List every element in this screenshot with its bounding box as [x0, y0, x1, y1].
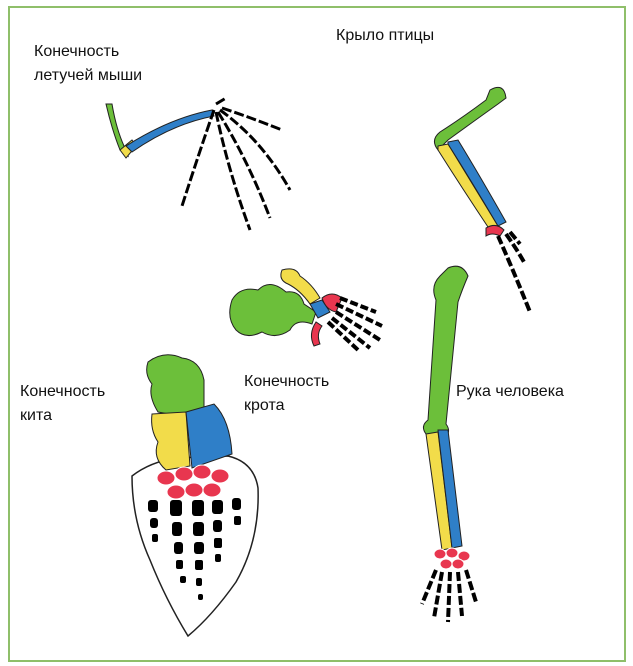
bird-humerus	[434, 87, 506, 150]
human-limb	[422, 266, 476, 622]
bat-ulna	[126, 110, 214, 152]
mole-digits	[328, 298, 382, 350]
human-carpals	[434, 548, 470, 569]
human-digits	[422, 570, 476, 622]
whale-radius	[152, 412, 190, 470]
whale-humerus	[147, 355, 204, 416]
bird-digits	[498, 232, 530, 312]
bat-label-line1: Конечность	[34, 42, 142, 62]
bird-carpals	[486, 225, 504, 236]
bird-wing-label: Крыло птицы	[336, 26, 434, 46]
bat-limb	[106, 98, 290, 230]
bat-label-line2: летучей мыши	[34, 66, 142, 86]
mole-label-line2: крота	[244, 396, 329, 416]
human-humerus	[423, 266, 468, 438]
mole-limb	[230, 269, 382, 350]
mole-limb-label: Конечность крота	[244, 372, 329, 416]
whale-limb	[132, 355, 258, 636]
mole-label-line1: Конечность	[244, 372, 329, 392]
bird-ulna	[448, 140, 506, 226]
whale-label-line1: Конечность	[20, 382, 105, 402]
whale-label-line2: кита	[20, 406, 105, 426]
human-arm-label: Рука человека	[456, 382, 564, 402]
whale-limb-label: Конечность кита	[20, 382, 105, 426]
bat-limb-label: Конечность летучей мыши	[34, 42, 142, 86]
